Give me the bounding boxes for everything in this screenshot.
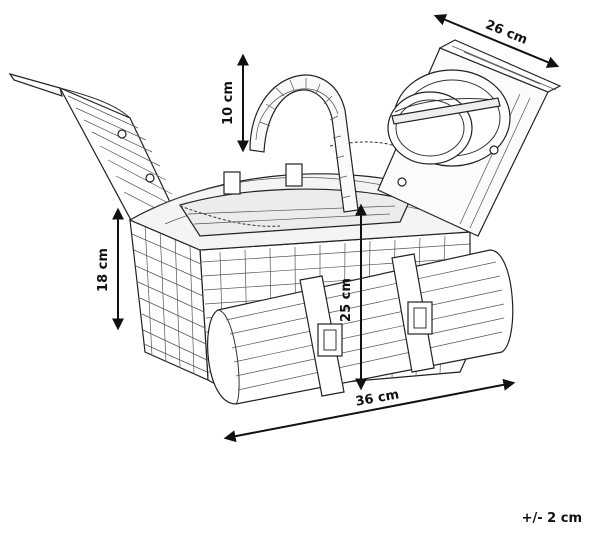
dimension-handle-height: 10 cm xyxy=(221,53,249,153)
total-height-label: 25 cm xyxy=(339,278,354,322)
dimension-total-height: 25 cm xyxy=(339,203,367,391)
left-lid xyxy=(8,72,190,241)
side-height-label: 18 cm xyxy=(96,248,111,292)
handle-height-label: 10 cm xyxy=(221,81,236,125)
dimension-side-height: 18 cm xyxy=(96,207,124,331)
top-width-label: 26 cm xyxy=(483,18,529,48)
tolerance-note: +/- 2 cm xyxy=(521,511,582,526)
basket-handle xyxy=(249,74,359,213)
basket-illustration xyxy=(8,39,562,405)
